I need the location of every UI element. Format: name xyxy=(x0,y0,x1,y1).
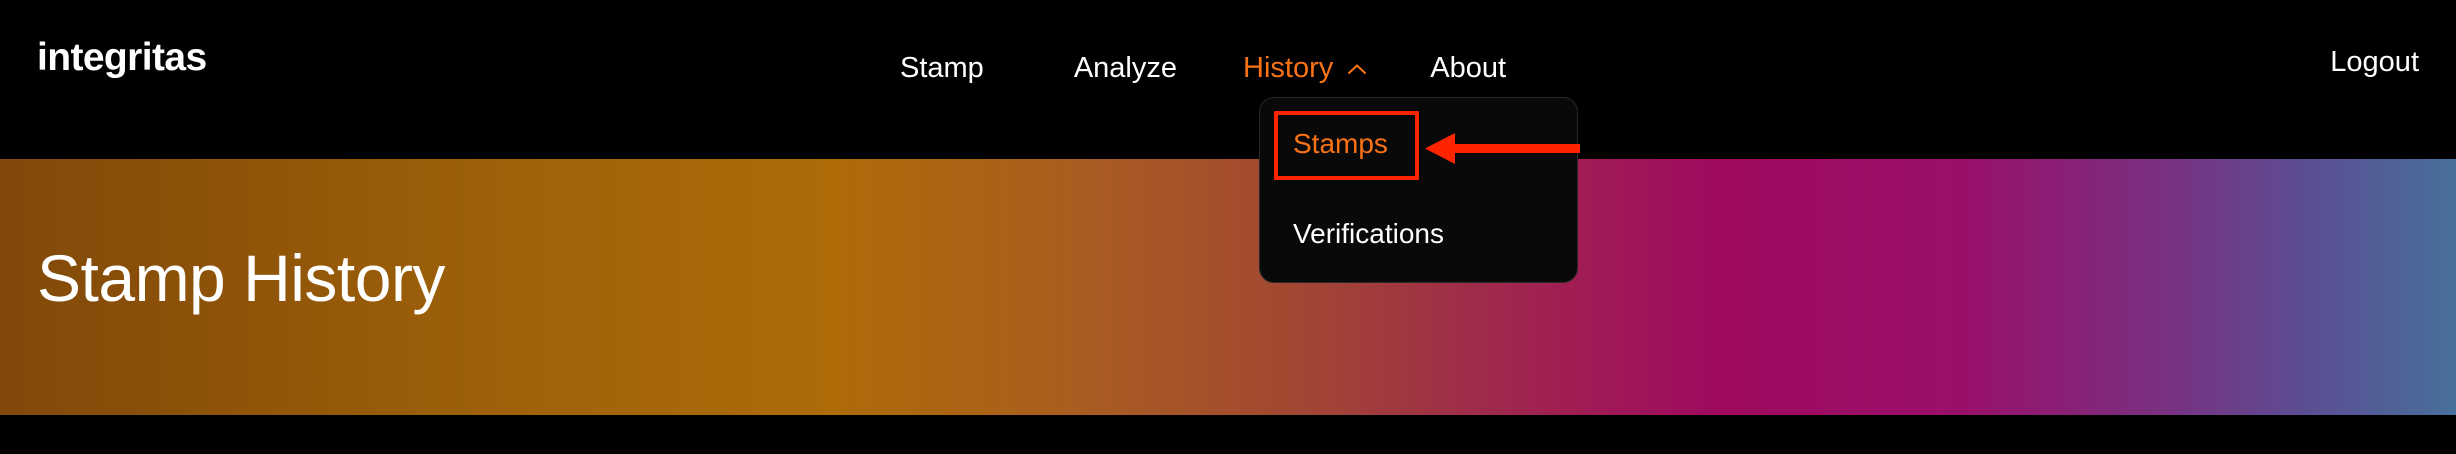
logout-button[interactable]: Logout xyxy=(2330,46,2419,78)
nav-item-stamp[interactable]: Stamp xyxy=(900,51,984,84)
chevron-up-icon xyxy=(1346,59,1368,81)
history-dropdown-menu: Stamps Verifications xyxy=(1259,97,1578,283)
page-title: Stamp History xyxy=(37,241,445,315)
main-navigation: Stamp Analyze History About xyxy=(900,48,1506,88)
brand-logo[interactable]: integritas xyxy=(37,36,207,79)
hero-banner: Stamp History xyxy=(0,159,2456,415)
site-header: integritas Stamp Analyze History About L… xyxy=(0,0,2456,159)
dropdown-item-verifications[interactable]: Verifications xyxy=(1293,218,1444,249)
dropdown-item-stamps[interactable]: Stamps xyxy=(1293,128,1388,159)
nav-item-analyze[interactable]: Analyze xyxy=(1073,51,1177,84)
nav-item-history-label: History xyxy=(1243,51,1334,84)
nav-item-history[interactable]: History xyxy=(1243,51,1368,84)
page-content-area xyxy=(0,415,2456,454)
nav-item-about[interactable]: About xyxy=(1430,51,1507,84)
